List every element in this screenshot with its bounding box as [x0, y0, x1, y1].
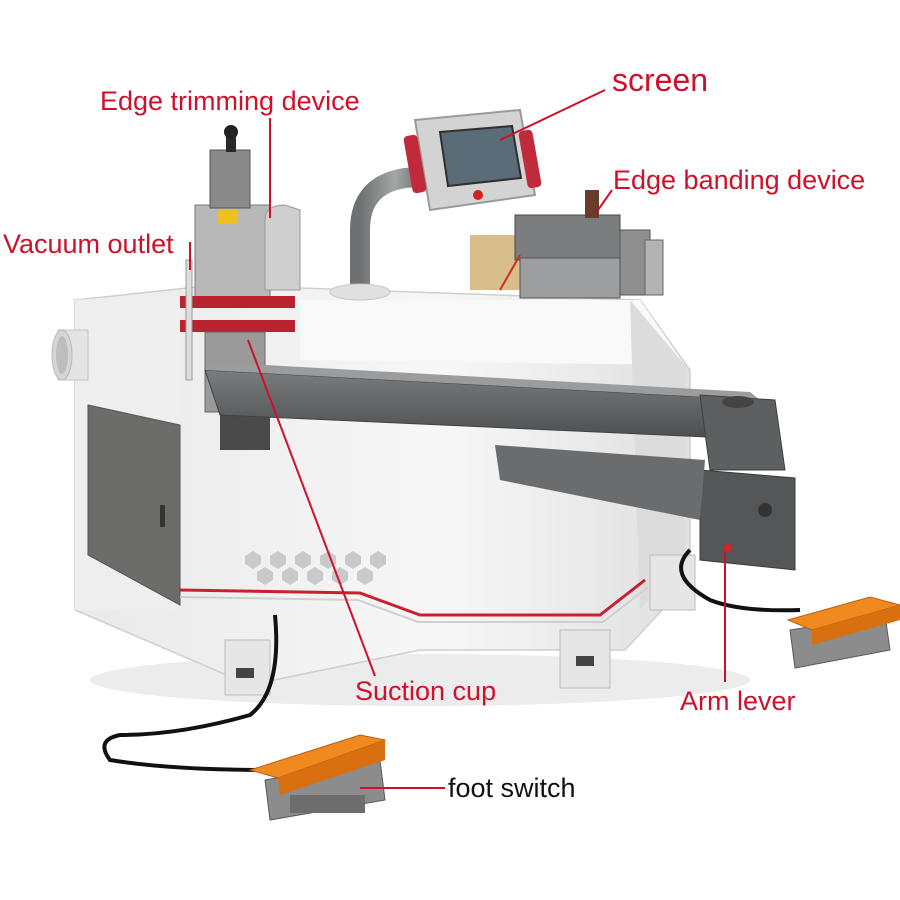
arm-beam: [204, 362, 796, 571]
edge-banding-unit: [470, 190, 664, 299]
label-foot-switch: foot switch: [448, 773, 576, 803]
foot-left: [224, 639, 271, 696]
cable-right: [679, 548, 801, 613]
label-vacuum-outlet: Vacuum outlet: [3, 229, 174, 259]
cable-left: [102, 614, 279, 772]
label-screen: screen: [612, 62, 709, 98]
label-suction-cup: Suction cup: [355, 676, 497, 706]
leader-edge-banding: [597, 189, 613, 211]
label-edge-trimming-device: Edge trimming device: [100, 86, 360, 116]
hex-vents: [245, 551, 386, 585]
foot-pedal-front: [248, 734, 387, 821]
leader-suction-cup: [247, 339, 376, 677]
foot-pedal-right: [786, 596, 900, 669]
leader-screen: [499, 89, 606, 141]
leader-lines: [189, 89, 726, 789]
control-screen: [403, 108, 542, 212]
vacuum-outlet-pipe: [51, 329, 89, 381]
screen-stand: [350, 166, 440, 300]
label-edge-banding-device: Edge banding device: [613, 165, 866, 195]
label-arm-lever: Arm lever: [680, 686, 796, 716]
red-stripe: [179, 578, 646, 617]
